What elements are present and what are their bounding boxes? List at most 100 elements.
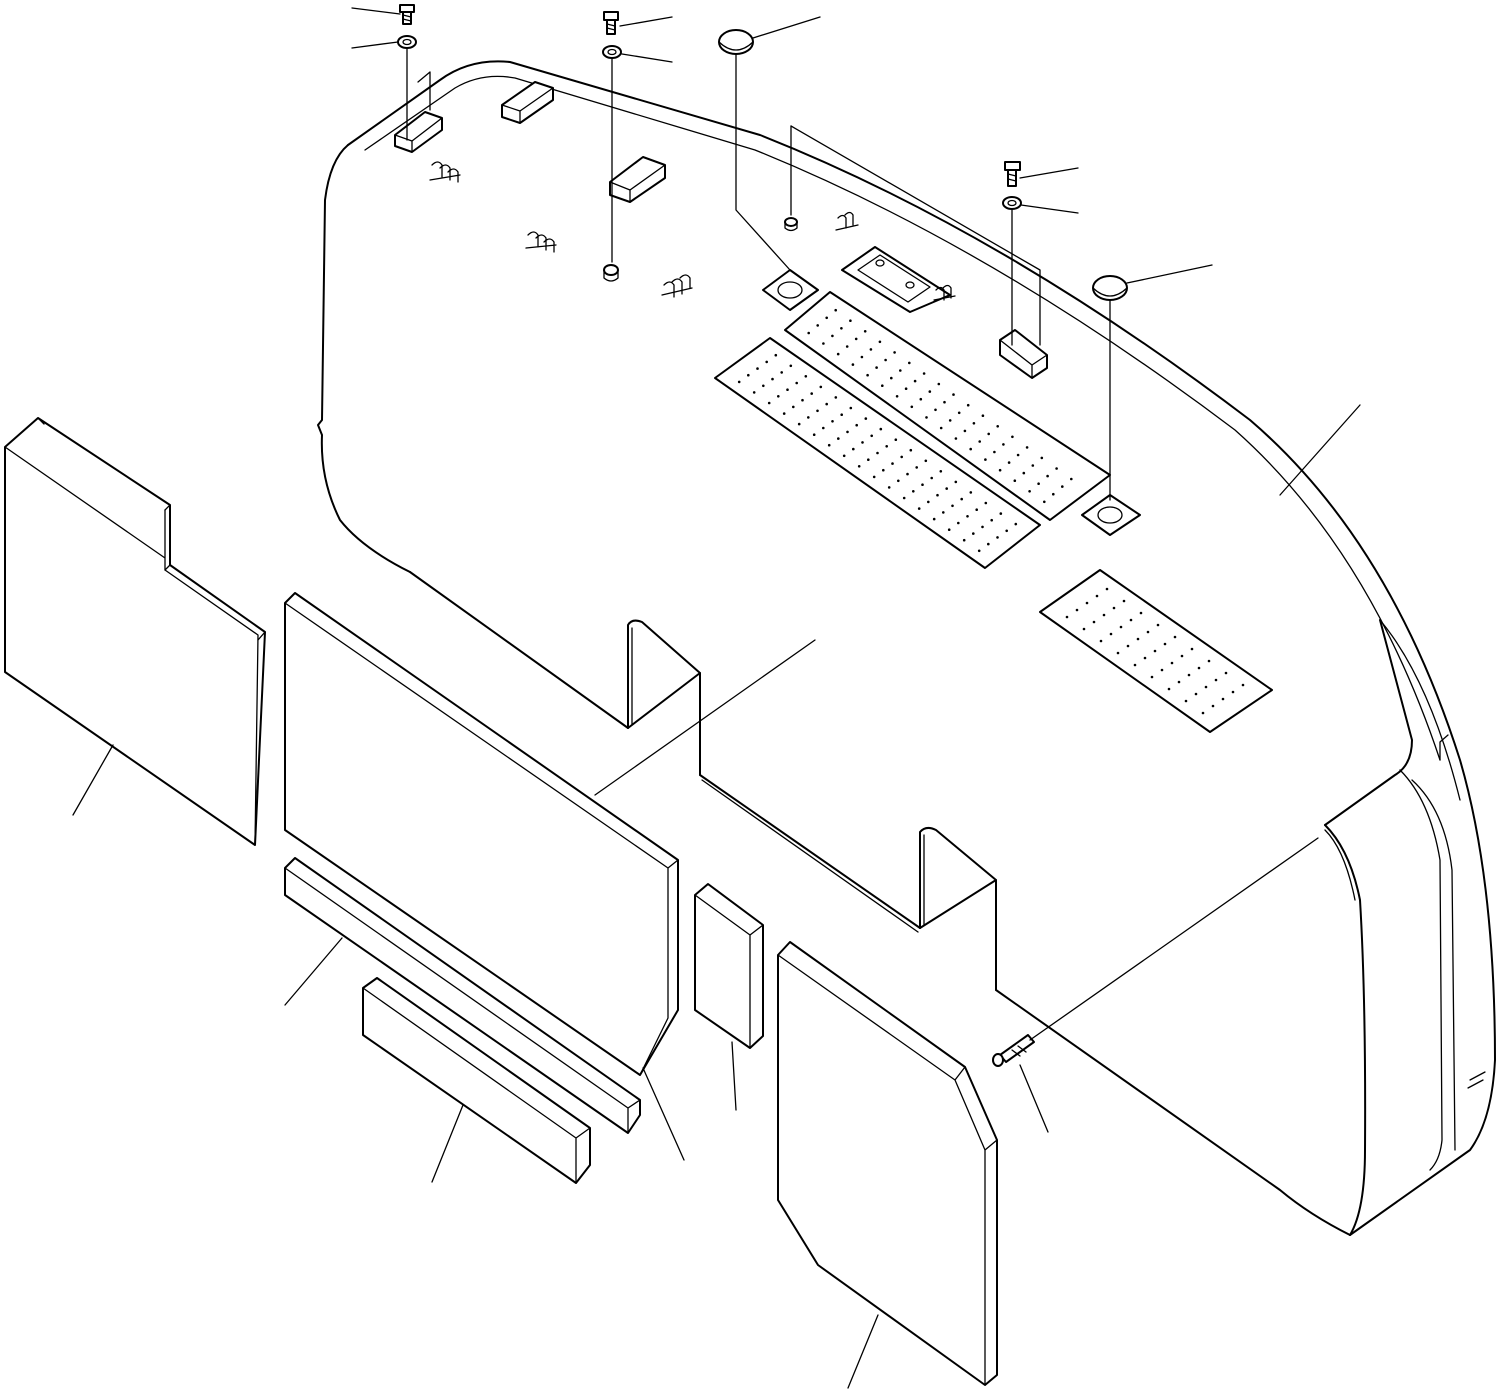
plate-dot <box>1037 482 1040 486</box>
plate-dot <box>1194 692 1198 696</box>
plate-dot <box>948 419 952 422</box>
plate-dot <box>1105 587 1109 591</box>
mount-block-1 <box>394 111 443 153</box>
plate-dot <box>969 491 973 494</box>
insulation-panel-c <box>777 941 998 1386</box>
plate-dot <box>1046 474 1049 478</box>
plate-dot <box>960 497 963 501</box>
plate-dot <box>937 382 941 386</box>
plate-dot <box>810 392 813 395</box>
washer-1 <box>397 35 417 49</box>
plate-dot <box>1005 529 1008 533</box>
plate-dot <box>1040 456 1044 460</box>
plate-dot <box>952 393 955 396</box>
plate-dot <box>1092 620 1096 624</box>
fasteners <box>397 4 1128 1067</box>
plate-dot <box>893 351 896 354</box>
plate-dot <box>869 348 873 351</box>
plate-dot <box>930 476 933 480</box>
plate-dot <box>954 480 958 484</box>
plate-dot <box>1139 611 1143 615</box>
square-pad-2 <box>1081 494 1141 536</box>
plate-dot <box>1201 711 1205 715</box>
plate-dot <box>864 417 868 420</box>
side-bolt <box>992 1034 1035 1067</box>
plate-dot <box>845 345 849 348</box>
plate-dot <box>1085 601 1089 605</box>
plate-dot <box>854 337 858 341</box>
insulation-strip-1 <box>284 857 641 1134</box>
plate-dot <box>1022 471 1026 475</box>
plate-dot <box>927 500 930 504</box>
plate-dot <box>1129 618 1133 622</box>
plate-dot <box>884 358 887 362</box>
plate-dot <box>981 414 985 418</box>
plate-dot <box>910 405 914 409</box>
plate-dot <box>807 331 810 335</box>
plate-dot <box>1065 615 1069 619</box>
plate-dot <box>747 373 750 377</box>
plate-dot <box>836 352 840 356</box>
callout-leaders <box>72 7 1361 1389</box>
mount-block-2 <box>501 81 554 124</box>
plate-dot <box>984 501 988 505</box>
plate-dot <box>1061 485 1064 488</box>
plate-dot <box>816 409 819 413</box>
plate-dot <box>977 549 981 553</box>
plate-dot <box>1146 630 1150 634</box>
plate-dot <box>993 450 996 454</box>
plate-dot <box>957 411 961 415</box>
plate-dot <box>1153 649 1157 653</box>
plate-dot <box>934 408 937 412</box>
plate-dot <box>840 413 843 417</box>
plate-dot <box>996 536 999 539</box>
plate-dot <box>978 440 981 443</box>
plate-dot <box>966 515 969 518</box>
rubber-cap-2 <box>1092 275 1128 301</box>
plate-dot <box>1190 647 1194 651</box>
plate-dot <box>1099 639 1103 643</box>
plate-dot <box>831 334 834 338</box>
plate-dot <box>925 416 928 419</box>
plate-dot <box>917 507 921 510</box>
plate-dot <box>842 454 846 458</box>
plate-dot <box>998 468 1002 472</box>
plate-dot <box>867 458 870 462</box>
plate-dot <box>861 441 864 444</box>
plate-dot <box>1112 606 1116 610</box>
plate-dot <box>872 475 876 479</box>
plate-dot <box>819 385 823 389</box>
plate-dot <box>771 377 774 381</box>
plate-dot <box>1070 477 1073 481</box>
anti-slip-plates <box>714 291 1273 733</box>
assembly-lines <box>406 47 1319 1041</box>
plate-dot <box>1075 608 1079 612</box>
plate-dot <box>752 391 756 394</box>
plate-dot <box>921 483 924 487</box>
clip-group <box>429 161 956 301</box>
plate-dot <box>999 512 1003 515</box>
plate-dot <box>795 381 798 385</box>
plate-dot <box>954 437 958 440</box>
plate-dot <box>966 403 970 407</box>
plate-dot <box>866 373 869 377</box>
plate-dot <box>780 371 783 374</box>
plate-dot <box>900 455 903 459</box>
plate-dot <box>762 384 765 388</box>
plate-dot <box>972 422 976 425</box>
plate-dot <box>1241 683 1245 687</box>
counterweight-body <box>317 60 1496 1236</box>
plate-dot <box>822 342 825 345</box>
plate-dot <box>849 406 853 410</box>
plate-dot <box>897 479 900 483</box>
plate-dot <box>881 384 884 388</box>
plate-dot <box>1224 671 1228 675</box>
plate-dot <box>756 367 759 370</box>
plate-dot <box>913 379 917 383</box>
plate-dot <box>906 472 909 476</box>
plate-dot <box>945 487 948 490</box>
plate-dot <box>947 528 951 531</box>
plate-dot <box>990 518 993 522</box>
plate-dot <box>969 447 972 451</box>
